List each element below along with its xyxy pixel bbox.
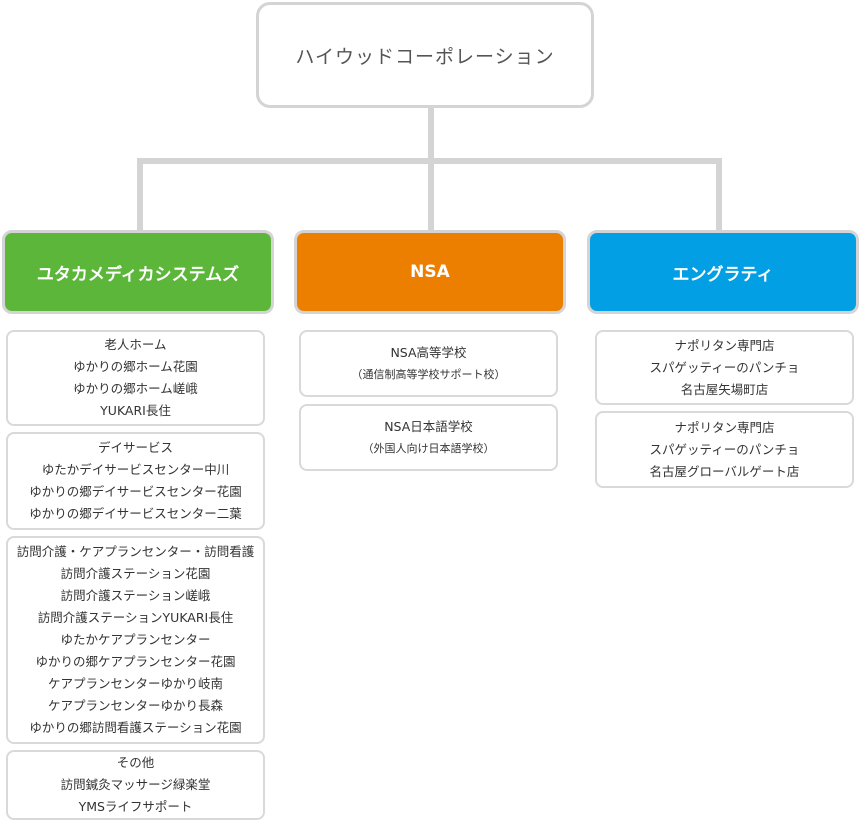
group-nsa-high-school: NSA高等学校 （通信制高等学校サポート校） xyxy=(299,330,558,397)
company-node-engrati: エングラティ xyxy=(587,230,859,314)
group-nsa-japanese-school: NSA日本語学校 （外国人向け日本語学校） xyxy=(299,404,558,471)
group-line: 訪問介護・ケアプランセンター・訪問看護 xyxy=(16,544,255,559)
group-line: ゆたかデイサービスセンター中川 xyxy=(41,462,230,477)
group-line: その他 xyxy=(116,755,155,770)
group-line: ゆかりの郷ケアプランセンター花園 xyxy=(35,654,236,669)
group-line: NSA日本語学校 xyxy=(384,418,473,434)
group-line: （通信制高等学校サポート校） xyxy=(351,367,506,381)
root-node: ハイウッドコーポレーション xyxy=(256,2,594,108)
company-label: NSA xyxy=(410,262,450,282)
group-line: 老人ホーム xyxy=(104,337,167,352)
connector-right-vertical xyxy=(716,158,722,230)
company-label: エングラティ xyxy=(672,264,774,285)
group-line: スパゲッティーのパンチョ xyxy=(649,441,800,457)
connector-root-vertical xyxy=(428,108,434,230)
group-line: ゆたかケアプランセンター xyxy=(60,632,211,647)
group-line: 訪問介護ステーション嵯峨 xyxy=(60,588,211,603)
group-line: YUKARI長住 xyxy=(100,403,171,418)
group-other: その他 訪問鍼灸マッサージ緑楽堂 YMSライフサポート xyxy=(6,750,265,820)
group-line: ゆかりの郷ホーム嵯峨 xyxy=(73,381,198,396)
group-home-care: 訪問介護・ケアプランセンター・訪問看護 訪問介護ステーション花園 訪問介護ステー… xyxy=(6,536,265,744)
group-line: ゆかりの郷デイサービスセンター二葉 xyxy=(29,506,242,521)
group-line: ゆかりの郷訪問看護ステーション花園 xyxy=(29,720,242,735)
group-line: ナポリタン専門店 xyxy=(674,337,775,353)
company-node-yutaka: ユタカメディカシステムズ xyxy=(2,230,274,314)
group-line: ナポリタン専門店 xyxy=(674,419,775,435)
group-nursing-home: 老人ホーム ゆかりの郷ホーム花園 ゆかりの郷ホーム嵯峨 YUKARI長住 xyxy=(6,330,265,426)
group-line: ケアプランセンターゆかり長森 xyxy=(47,698,223,713)
group-line: ゆかりの郷ホーム花園 xyxy=(73,359,198,374)
group-line: 訪問鍼灸マッサージ緑楽堂 xyxy=(60,777,211,792)
group-line: 名古屋矢場町店 xyxy=(680,381,769,397)
group-line: （外国人向け日本語学校） xyxy=(362,441,495,455)
root-label: ハイウッドコーポレーション xyxy=(295,45,555,68)
group-line: YMSライフサポート xyxy=(78,799,193,814)
group-line: スパゲッティーのパンチョ xyxy=(649,359,800,375)
group-line: 訪問介護ステーション花園 xyxy=(60,566,211,581)
company-node-nsa: NSA xyxy=(294,230,566,314)
group-pancho-global-gate: ナポリタン専門店 スパゲッティーのパンチョ 名古屋グローバルゲート店 xyxy=(595,411,854,488)
group-line: NSA高等学校 xyxy=(390,344,467,360)
group-line: 訪問介護ステーションYUKARI長住 xyxy=(37,610,234,625)
group-line: ゆかりの郷デイサービスセンター花園 xyxy=(29,484,242,499)
company-label: ユタカメディカシステムズ xyxy=(36,264,240,285)
group-line: 名古屋グローバルゲート店 xyxy=(649,463,800,479)
connector-horizontal xyxy=(137,158,722,164)
group-line: ケアプランセンターゆかり岐南 xyxy=(47,676,223,691)
connector-left-vertical xyxy=(137,158,143,230)
group-pancho-yabacho: ナポリタン専門店 スパゲッティーのパンチョ 名古屋矢場町店 xyxy=(595,330,854,405)
group-day-service: デイサービス ゆたかデイサービスセンター中川 ゆかりの郷デイサービスセンター花園… xyxy=(6,432,265,530)
group-line: デイサービス xyxy=(97,440,173,455)
